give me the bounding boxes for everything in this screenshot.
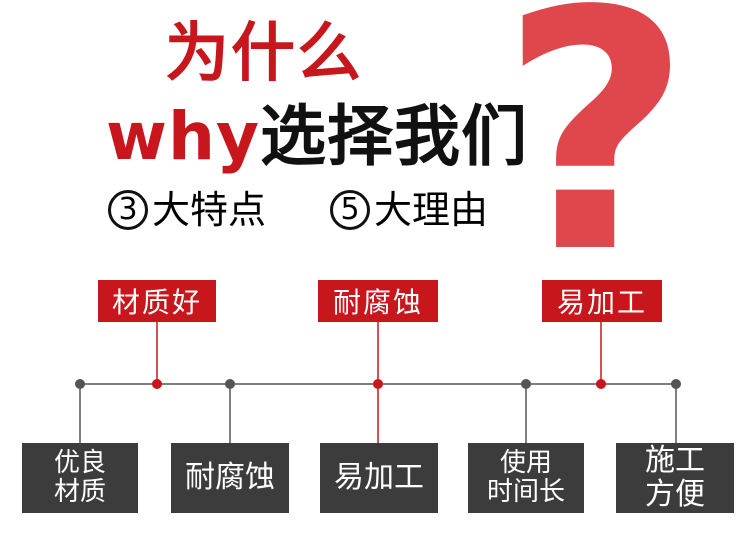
node-dot-red bbox=[373, 379, 383, 389]
reason-box-3: 易加工 bbox=[320, 443, 438, 513]
question-mark-graphic: ? bbox=[500, 0, 692, 325]
number-circle-5: 5 bbox=[330, 190, 370, 230]
feature-box-1: 材质好 bbox=[98, 280, 216, 322]
subheading-reasons-text: 大理由 bbox=[374, 188, 489, 232]
reason-box-4: 使用 时间长 bbox=[468, 443, 584, 513]
subheading-features-text: 大特点 bbox=[152, 188, 267, 232]
headline-line2: why选择我们 bbox=[106, 104, 528, 170]
node-dot bbox=[521, 379, 531, 389]
node-dot-red bbox=[152, 379, 162, 389]
subheading-reasons: 5 大理由 bbox=[330, 190, 488, 230]
headline-choose-us: 选择我们 bbox=[259, 98, 528, 175]
reason-box-1: 优良 材质 bbox=[22, 443, 138, 513]
number-circle-3: 3 bbox=[108, 190, 148, 230]
node-dot bbox=[671, 379, 681, 389]
feature-box-3: 易加工 bbox=[542, 280, 662, 322]
node-dot bbox=[75, 379, 85, 389]
headline-line1: 为什么 bbox=[165, 17, 363, 91]
node-dot-red bbox=[596, 379, 606, 389]
headline-why: why bbox=[106, 98, 260, 175]
reason-box-2: 耐腐蚀 bbox=[171, 443, 289, 513]
node-dot bbox=[225, 379, 235, 389]
feature-box-2: 耐腐蚀 bbox=[318, 280, 438, 322]
reason-box-5: 施工 方便 bbox=[616, 443, 734, 513]
subheading-features: 3 大特点 bbox=[108, 190, 266, 230]
